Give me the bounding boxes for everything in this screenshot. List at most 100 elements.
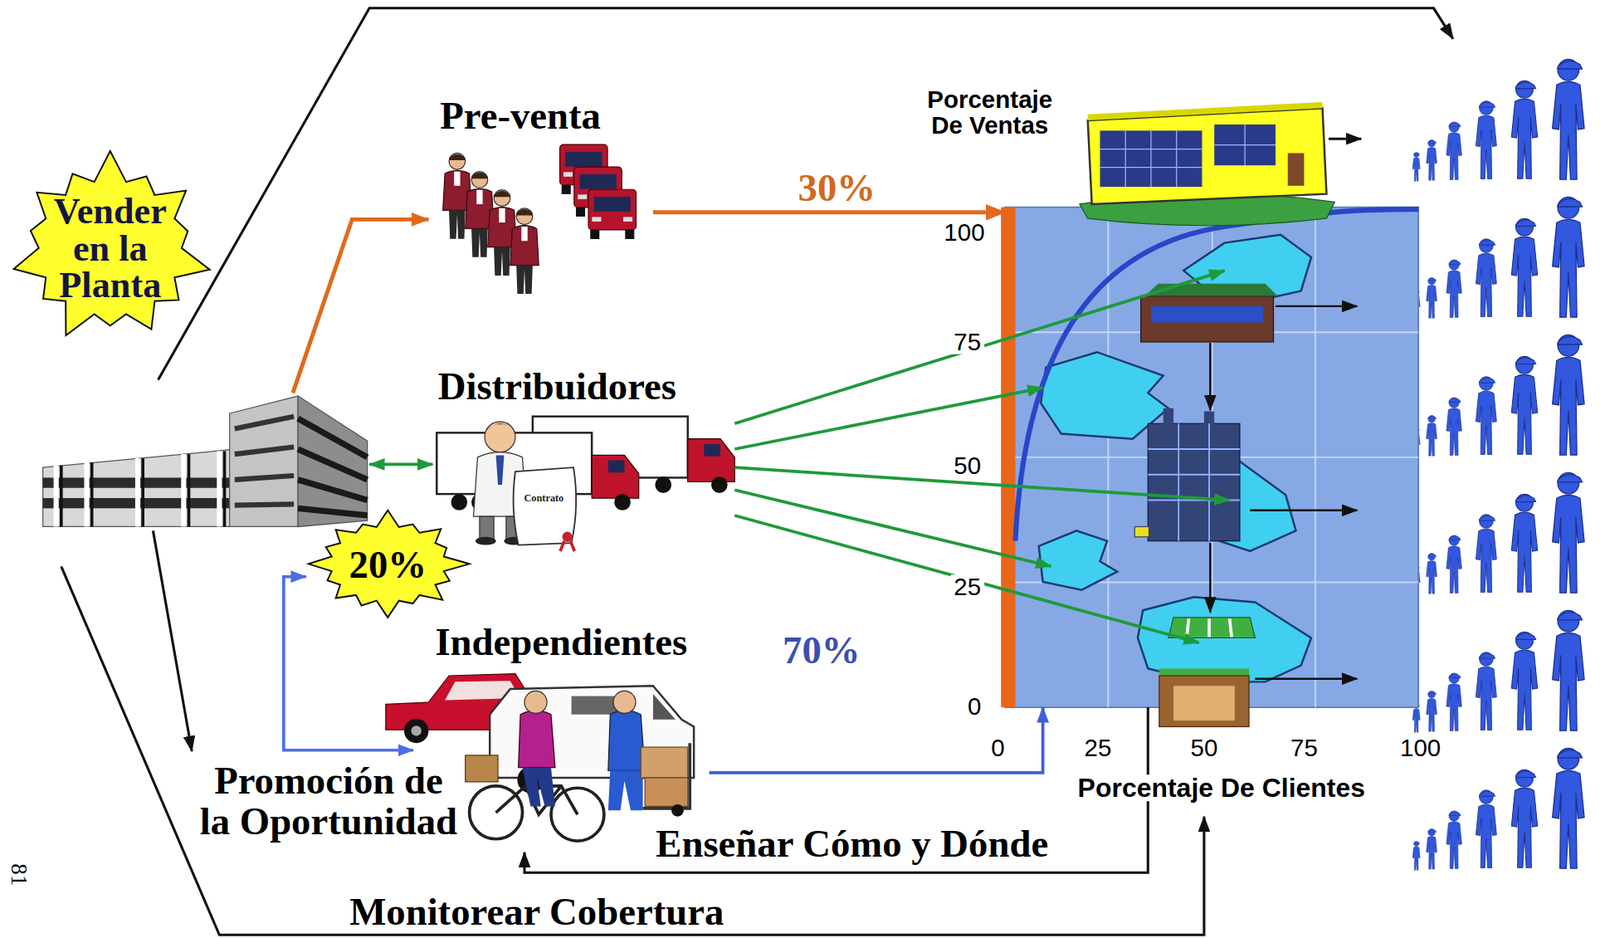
coverage-plot bbox=[1134, 526, 1149, 537]
axis-tick: 25 bbox=[1084, 736, 1113, 761]
independent-vehicles bbox=[465, 755, 498, 782]
independent-vehicles bbox=[640, 746, 688, 778]
flow-note: Monitorear Cobertura bbox=[346, 892, 728, 932]
channel-group: Pre-venta bbox=[387, 93, 654, 286]
distributor-person bbox=[484, 423, 517, 434]
coverage-plot bbox=[1147, 423, 1240, 541]
node-text: Independientes bbox=[434, 622, 688, 662]
axis-tick: 25 bbox=[951, 574, 985, 600]
flow-arrow bbox=[734, 515, 1199, 643]
store bbox=[1079, 102, 1361, 226]
distributor-trucks bbox=[654, 476, 672, 493]
independent-vehicles bbox=[404, 718, 430, 744]
store bbox=[1175, 130, 1177, 187]
distributor-person bbox=[562, 531, 573, 542]
axis-tick: 75 bbox=[1290, 736, 1318, 761]
independent-vehicles bbox=[608, 710, 645, 771]
flow-arrow bbox=[734, 387, 1043, 449]
coverage-plot bbox=[1137, 596, 1312, 682]
document-label: Contrato bbox=[523, 492, 564, 503]
independent-vehicles bbox=[613, 690, 636, 713]
plant-building bbox=[83, 462, 89, 527]
plant-building bbox=[229, 395, 298, 527]
coverage-plot bbox=[1004, 207, 1419, 708]
plant-building bbox=[187, 453, 191, 527]
plant-building bbox=[61, 450, 225, 527]
coverage-plot bbox=[1209, 306, 1357, 679]
plant-building bbox=[297, 479, 368, 501]
plant-building bbox=[135, 458, 141, 527]
coverage-plot bbox=[1147, 448, 1240, 450]
plant-building bbox=[234, 416, 294, 430]
edge-label: 30% bbox=[798, 168, 876, 208]
independent-vehicles bbox=[518, 710, 556, 768]
coverage-plot bbox=[1004, 207, 1419, 708]
independent-vehicles bbox=[608, 770, 644, 810]
flow-note: Promoción de la Oportunidad bbox=[196, 760, 460, 842]
edge-label: 70% bbox=[782, 630, 860, 670]
coverage-chart: Porcentaje De VentasPorcentaje De Client… bbox=[1004, 207, 1419, 708]
flow-arrow bbox=[709, 707, 1044, 773]
node-text: Pre-venta bbox=[439, 96, 601, 136]
axis-tick: 50 bbox=[1190, 736, 1219, 761]
coverage-plot bbox=[1249, 509, 1357, 512]
coverage-plot bbox=[1000, 207, 1015, 708]
store bbox=[1100, 130, 1203, 187]
distributor-trucks bbox=[703, 443, 721, 457]
coverage-plot bbox=[1039, 234, 1312, 683]
salesmen bbox=[510, 208, 539, 294]
presale-trucks bbox=[588, 189, 637, 240]
plant-building bbox=[297, 395, 368, 527]
page-number: 81 bbox=[7, 863, 30, 886]
coverage-plot bbox=[1147, 473, 1240, 476]
store bbox=[1087, 102, 1323, 121]
coverage-plot bbox=[1209, 342, 1211, 410]
plant-building bbox=[53, 465, 59, 527]
coverage-plot bbox=[1275, 305, 1357, 308]
coverage-plot bbox=[1151, 306, 1264, 323]
store bbox=[1100, 124, 1276, 187]
coverage-plot bbox=[1177, 423, 1180, 541]
axis-tick: 0 bbox=[964, 693, 985, 719]
channel-group: Distribuidores bbox=[379, 364, 735, 547]
customer-figures bbox=[1412, 472, 1585, 595]
presale-arrow bbox=[292, 219, 430, 393]
plant-building bbox=[234, 447, 294, 455]
distributor-person bbox=[473, 421, 577, 552]
coverage-plot bbox=[1254, 677, 1357, 679]
coverage-plot bbox=[1186, 618, 1189, 637]
independent-vehicles bbox=[671, 804, 684, 817]
plant-building bbox=[90, 462, 94, 527]
plant-building bbox=[234, 416, 294, 506]
coverage-plot bbox=[1208, 423, 1210, 541]
plant-building bbox=[59, 465, 64, 527]
store bbox=[1243, 124, 1245, 166]
coverage-plot bbox=[1147, 423, 1240, 541]
plant-building bbox=[180, 453, 186, 527]
salesmen bbox=[443, 152, 540, 294]
coverage-plot bbox=[1039, 530, 1118, 590]
distributor-trucks bbox=[608, 460, 625, 474]
distributor-link bbox=[369, 463, 433, 467]
flow-line bbox=[61, 8, 1454, 935]
plant-building bbox=[43, 448, 238, 527]
flow-arrow bbox=[524, 707, 1148, 873]
distributor-trucks bbox=[450, 493, 468, 511]
coverage-plot bbox=[1209, 542, 1211, 613]
distributor-person bbox=[560, 541, 575, 552]
coverage-plot bbox=[1168, 617, 1256, 639]
coverage-plot bbox=[1159, 675, 1249, 727]
coverage-plot bbox=[1163, 408, 1174, 425]
distributor-trucks bbox=[711, 476, 728, 493]
distributor-trucks bbox=[614, 493, 631, 511]
starburst-callout: Vender en la Planta bbox=[8, 151, 213, 346]
plant-building bbox=[297, 448, 368, 480]
starburst-outline bbox=[14, 151, 210, 336]
axis-title: Porcentaje De Ventas bbox=[912, 87, 1066, 139]
plant-building bbox=[223, 450, 227, 527]
customer-figures bbox=[1412, 196, 1585, 319]
coverage-plot bbox=[1204, 411, 1215, 425]
node-text: Vender en la Planta bbox=[34, 192, 187, 303]
independent-vehicles bbox=[489, 685, 694, 778]
